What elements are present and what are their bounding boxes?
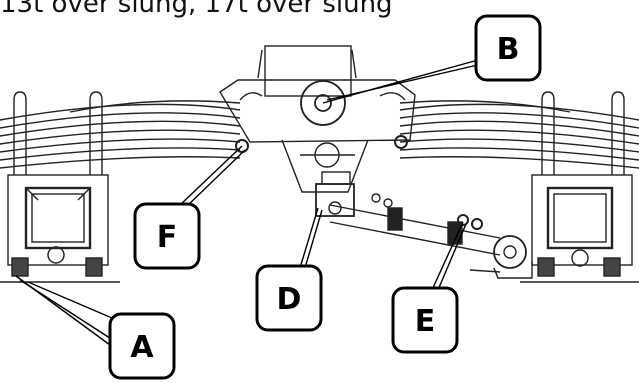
callout-leaders <box>15 59 483 346</box>
callout-f: F <box>133 202 201 270</box>
svg-text:D: D <box>277 282 302 317</box>
centre-bracket <box>219 45 416 193</box>
diagram-caption: 13t over slung, 17t over slung <box>0 0 393 19</box>
left-axle-clamp <box>0 91 120 283</box>
left-leaf-spring <box>0 100 241 169</box>
callout-e: E <box>391 286 459 354</box>
torque-rod <box>329 193 533 279</box>
callout-b: B <box>474 14 542 82</box>
right-leaf-spring <box>399 100 639 169</box>
svg-text:A: A <box>130 330 154 365</box>
right-axle-clamp <box>520 91 639 283</box>
callout-a: A <box>108 312 176 380</box>
callout-d: D <box>255 264 323 332</box>
svg-text:B: B <box>497 32 520 67</box>
svg-text:E: E <box>415 304 436 339</box>
svg-text:F: F <box>157 220 178 255</box>
pivot-block <box>315 171 355 217</box>
